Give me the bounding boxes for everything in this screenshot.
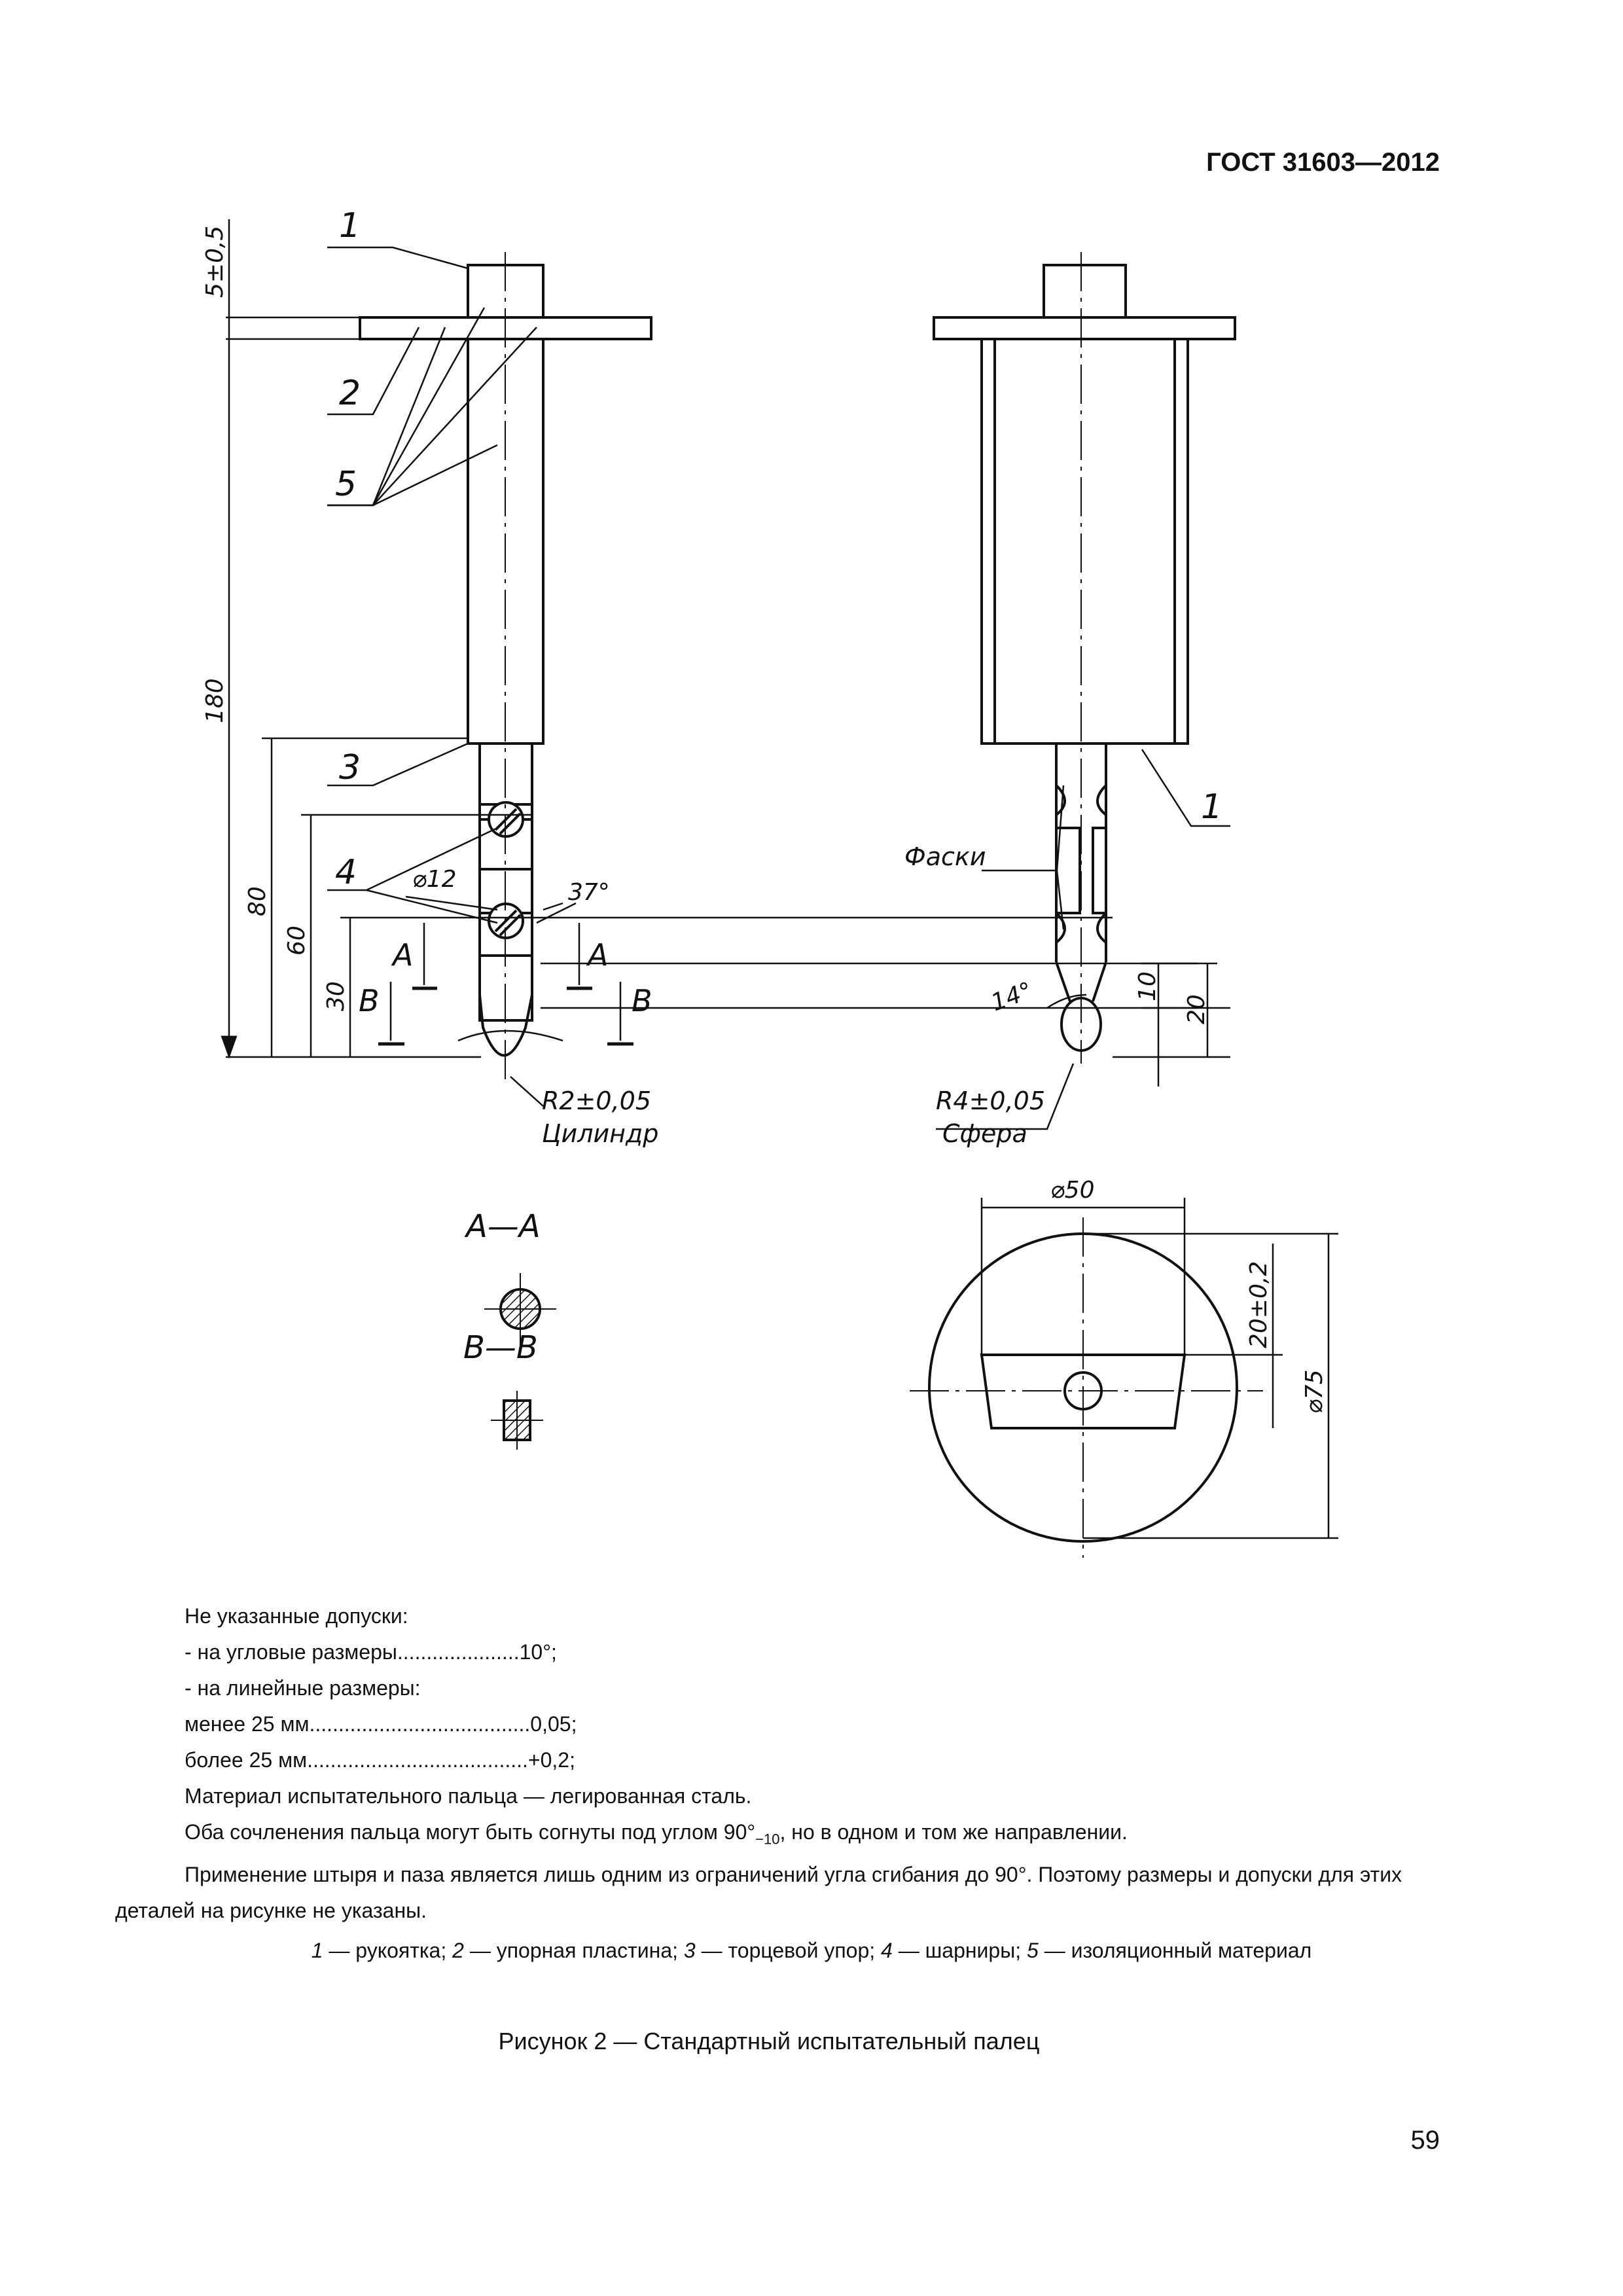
legend-num: 4 <box>881 1939 893 1962</box>
note-line: - на угловые размеры....................… <box>185 1640 557 1664</box>
dim-180: 180 <box>202 678 228 723</box>
callout-5: 5 <box>335 465 357 504</box>
section-aa <box>484 1273 556 1345</box>
dim-37deg: 37° <box>568 879 610 906</box>
document-code: ГОСТ 31603—2012 <box>1206 148 1440 177</box>
note-line: более 25 мм.............................… <box>185 1748 575 1772</box>
notes-block: Не указанные допуски: - на угловые разме… <box>115 1598 1467 1929</box>
label-b-left: В <box>359 983 380 1018</box>
label-r2: R2±0,05 <box>542 1086 651 1115</box>
dim-80: 80 <box>244 886 271 916</box>
note-line: деталей на рисунке не указаны. <box>115 1899 427 1923</box>
label-a-right: А <box>586 937 608 973</box>
label-sphere: Сфера <box>942 1119 1027 1148</box>
dim-30: 30 <box>323 981 349 1011</box>
note-line: Материал испытательного пальца — легиров… <box>185 1784 752 1808</box>
dim-5: 5±0,5 <box>202 226 228 298</box>
label-cylinder: Цилиндр <box>542 1119 658 1148</box>
dim-14deg: 14° <box>988 977 1036 1016</box>
note-line: менее 25 мм.............................… <box>185 1712 577 1736</box>
legend-text: — торцевой упор; <box>695 1939 882 1962</box>
dim-20: 20 <box>1183 994 1210 1024</box>
legend-text: — рукоятка; <box>323 1939 453 1962</box>
callout-2: 2 <box>339 374 361 413</box>
dim-d50: ⌀50 <box>1050 1177 1094 1204</box>
legend-text: — упорная пластина; <box>463 1939 684 1962</box>
dim-20pm: 20±0,2 <box>1245 1261 1272 1348</box>
callout-4: 4 <box>335 853 357 892</box>
note-text: , но в одном и том же направлении. <box>779 1820 1128 1844</box>
dim-60: 60 <box>283 925 310 956</box>
dim-d75: ⌀75 <box>1301 1370 1328 1414</box>
dim-d12: ⌀12 <box>412 866 456 893</box>
note-line: Оба сочленения пальца могут быть согнуты… <box>185 1814 1467 1857</box>
legend-text: — шарниры; <box>892 1939 1027 1962</box>
callout-1-top: 1 <box>339 206 361 245</box>
note-line: - на линейные размеры: <box>185 1676 421 1700</box>
note-line: Применение штыря и паза является лишь од… <box>185 1863 1402 1887</box>
callout-1-right: 1 <box>1201 787 1222 827</box>
legend-text: — изоляционный материал <box>1038 1939 1312 1962</box>
legend-num: 1 <box>311 1939 323 1962</box>
legend-num: 5 <box>1027 1939 1039 1962</box>
label-r4: R4±0,05 <box>936 1086 1045 1115</box>
right-view <box>933 264 1236 1052</box>
legend-num: 3 <box>683 1939 696 1962</box>
section-aa-title: А—А <box>464 1208 541 1245</box>
section-bb-title: В—В <box>463 1329 538 1366</box>
legend-num: 2 <box>452 1939 464 1962</box>
plan-view <box>910 1217 1263 1558</box>
note-subscript: −10 <box>755 1831 780 1848</box>
figure-caption: Рисунок 2 — Стандартный испытательный па… <box>498 2028 1040 2054</box>
label-b-right: В <box>632 983 652 1018</box>
note-text: Оба сочленения пальца могут быть согнуты… <box>185 1820 756 1844</box>
page-number: 59 <box>1410 2126 1440 2155</box>
note-line: Не указанные допуски: <box>185 1604 408 1628</box>
figure-legend: 1 — рукоятка; 2 — упорная пластина; 3 — … <box>0 1939 1623 1963</box>
section-bb <box>491 1391 543 1450</box>
label-a-left: А <box>391 937 413 973</box>
callout-3: 3 <box>339 748 361 787</box>
label-chamfers: Фаски <box>904 842 986 871</box>
dim-10: 10 <box>1134 971 1161 1001</box>
